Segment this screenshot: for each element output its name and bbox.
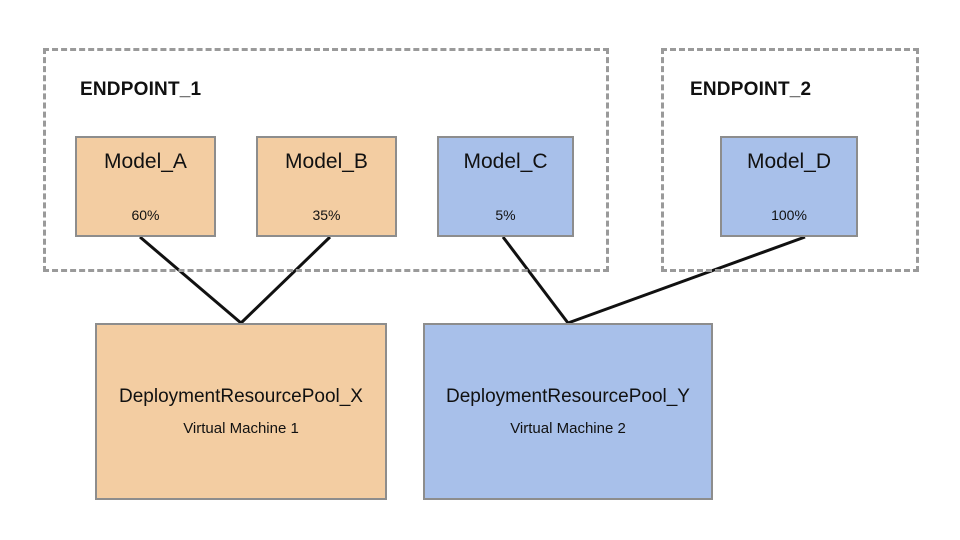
model-b-traffic-percent: 35%: [312, 207, 341, 223]
model-d-traffic-percent: 100%: [771, 207, 807, 223]
model-c-title: Model_C: [463, 150, 548, 173]
model-box-model-d[interactable]: Model_D 100%: [720, 136, 858, 237]
model-a-traffic-percent: 60%: [131, 207, 160, 223]
model-box-model-b[interactable]: Model_B 35%: [256, 136, 397, 237]
model-d-title: Model_D: [746, 150, 832, 173]
pool-y-title: DeploymentResourcePool_Y: [446, 386, 690, 407]
pool-x-title: DeploymentResourcePool_X: [119, 386, 363, 407]
model-c-traffic-percent: 5%: [495, 207, 516, 223]
pool-y-subtitle: Virtual Machine 2: [510, 420, 626, 437]
model-box-model-a[interactable]: Model_A 60%: [75, 136, 216, 237]
pool-box-y[interactable]: DeploymentResourcePool_Y Virtual Machine…: [423, 323, 713, 500]
model-b-title: Model_B: [285, 150, 368, 173]
endpoint-group-2[interactable]: [661, 48, 919, 272]
pool-x-subtitle: Virtual Machine 1: [183, 420, 299, 437]
model-a-title: Model_A: [104, 150, 187, 173]
pool-box-x[interactable]: DeploymentResourcePool_X Virtual Machine…: [95, 323, 387, 500]
model-box-model-c[interactable]: Model_C 5%: [437, 136, 574, 237]
endpoint-1-label: ENDPOINT_1: [80, 79, 202, 100]
endpoint-group-1[interactable]: [43, 48, 609, 272]
endpoint-2-label: ENDPOINT_2: [690, 79, 812, 100]
